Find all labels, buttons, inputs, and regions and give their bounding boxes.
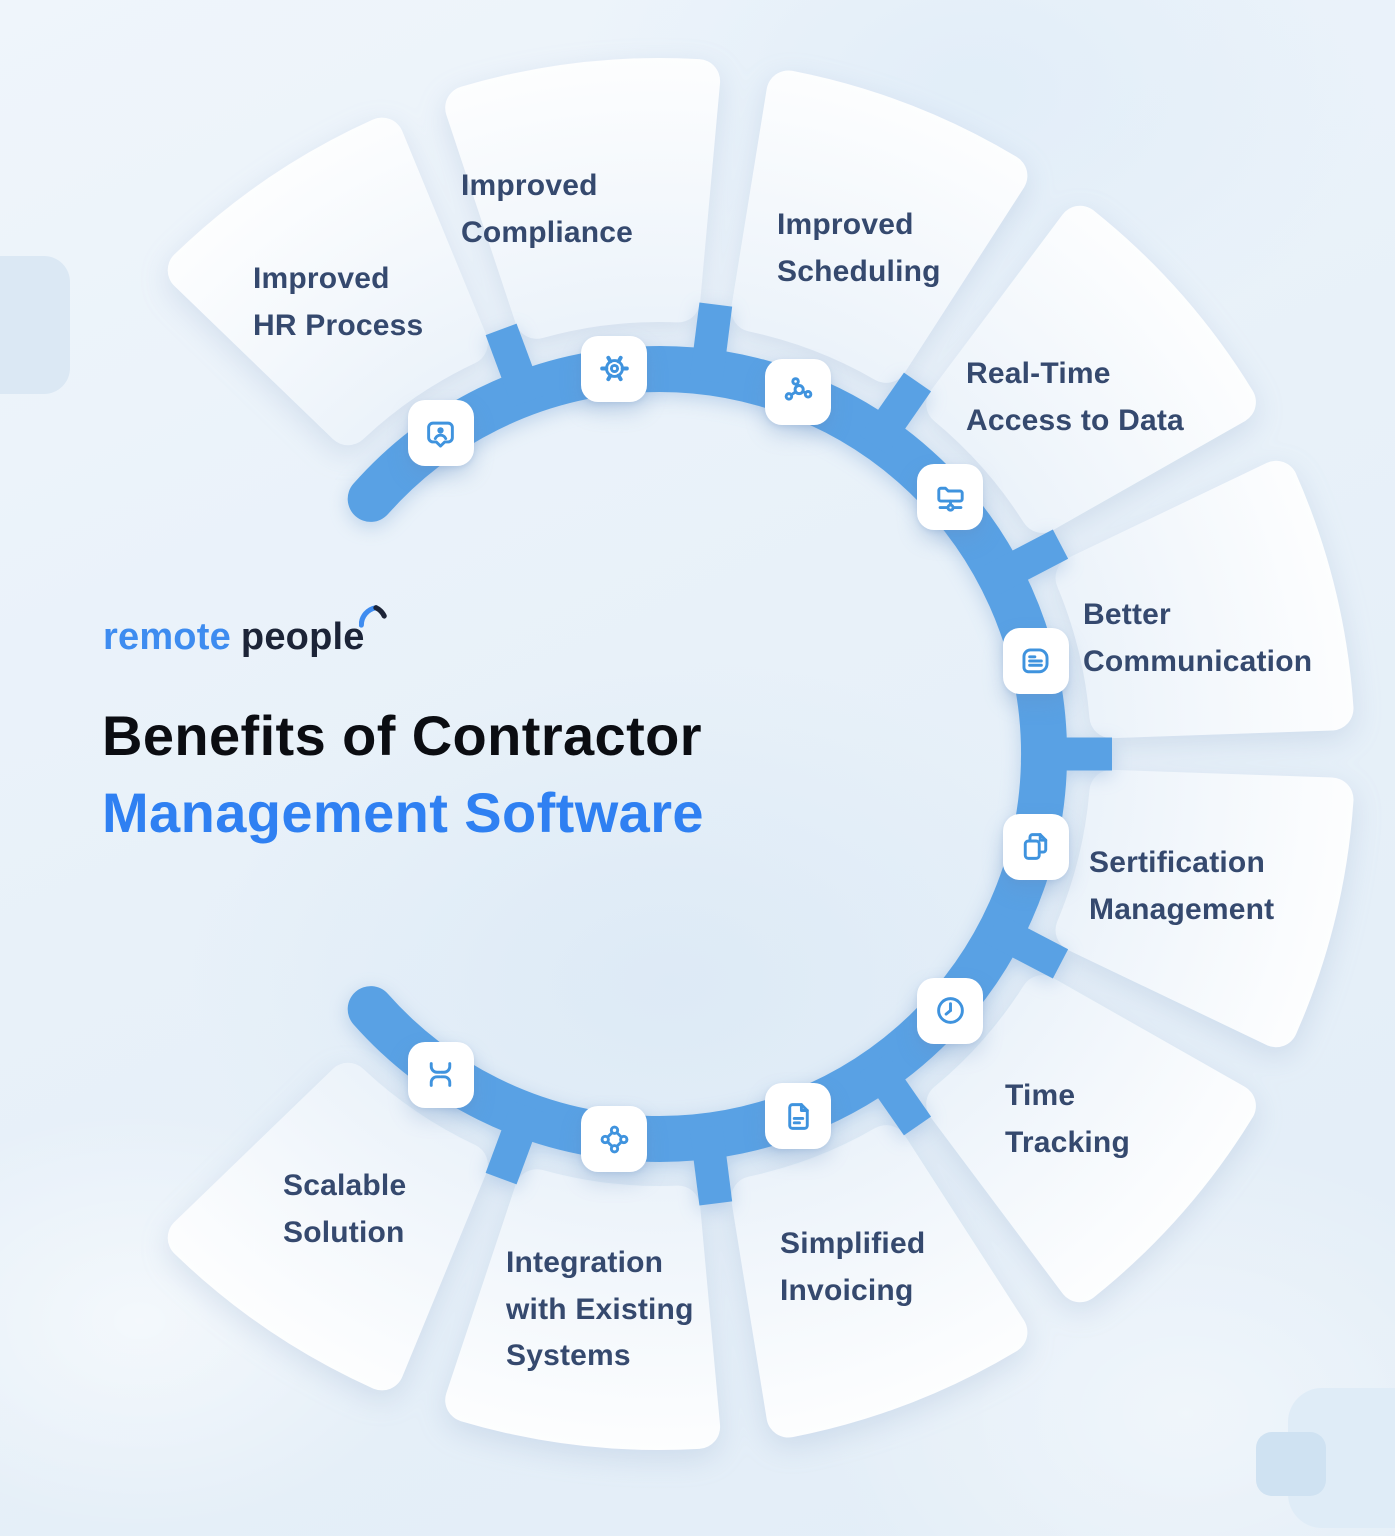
brand-logo: remote people bbox=[103, 605, 387, 659]
scale-corners-icon bbox=[430, 1062, 452, 1088]
gear-icon bbox=[600, 355, 629, 382]
ring-connector-stub bbox=[860, 1053, 932, 1136]
benefit-wedge bbox=[1055, 769, 1354, 1048]
molecule-icon bbox=[784, 377, 812, 401]
brand-name-remote: remote bbox=[103, 616, 231, 658]
ring-connector-stub bbox=[860, 372, 932, 455]
benefit-wedge bbox=[926, 975, 1256, 1303]
folder-network-icon bbox=[936, 486, 964, 512]
benefit-icon-chip bbox=[1002, 628, 1069, 695]
benefit-icon-chip bbox=[765, 1083, 832, 1150]
brand-name-people: people bbox=[240, 616, 365, 658]
page-title: Benefits of Contractor Management Softwa… bbox=[102, 697, 704, 851]
decor-rounded-square bbox=[0, 256, 70, 394]
benefit-icon-chip bbox=[917, 464, 984, 531]
benefit-wedge bbox=[1055, 460, 1354, 739]
copy-documents-icon bbox=[1024, 833, 1048, 860]
benefit-wedge bbox=[167, 1062, 488, 1391]
decor-rounded-square bbox=[1256, 1432, 1326, 1496]
title-line1: Benefits of Contractor bbox=[102, 704, 702, 767]
benefit-icon-chip bbox=[1002, 813, 1069, 880]
ring-connector-stub bbox=[984, 913, 1069, 979]
benefit-icon-chip bbox=[581, 335, 648, 402]
benefit-wedge bbox=[731, 1125, 1028, 1438]
benefit-wedge bbox=[445, 57, 721, 339]
signal-arc-icon bbox=[358, 605, 387, 628]
chat-message-icon bbox=[1022, 648, 1049, 674]
clock-icon bbox=[936, 997, 964, 1024]
ring-connector-stub bbox=[689, 302, 733, 384]
invoice-file-icon bbox=[787, 1102, 809, 1130]
benefit-wedge bbox=[926, 205, 1256, 533]
benefit-wedge bbox=[445, 1169, 721, 1451]
benefit-icon-chip bbox=[407, 400, 474, 467]
title-line2: Management Software bbox=[102, 781, 704, 844]
ring-connector-stub bbox=[485, 323, 544, 408]
benefit-icon-chip bbox=[581, 1106, 648, 1173]
ring-connector-stub bbox=[689, 1124, 733, 1206]
id-badge-icon bbox=[427, 421, 455, 448]
ring-connector-stub bbox=[485, 1100, 544, 1185]
benefit-icon-chip bbox=[765, 358, 832, 425]
benefit-wedge bbox=[167, 117, 488, 446]
benefit-wedge bbox=[731, 70, 1028, 383]
benefit-icon-chip bbox=[407, 1041, 474, 1108]
integration-nodes-icon bbox=[600, 1125, 629, 1154]
benefit-icon-chip bbox=[917, 977, 984, 1044]
ring-connector-stub bbox=[984, 529, 1069, 595]
